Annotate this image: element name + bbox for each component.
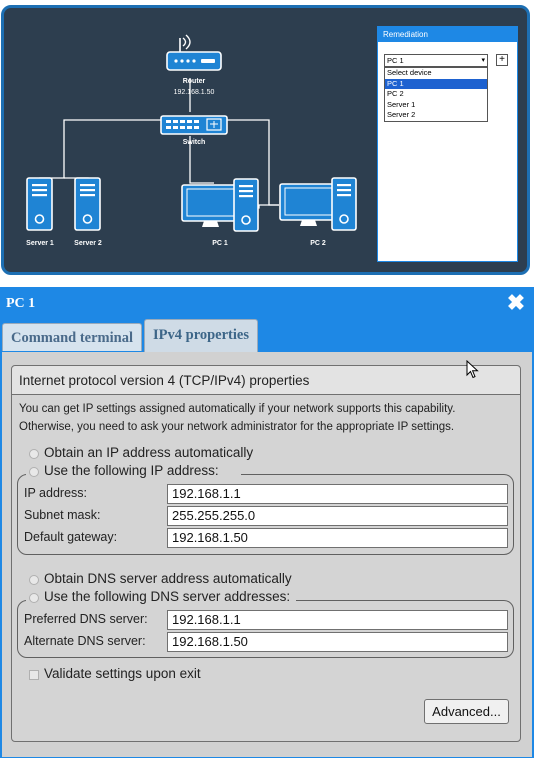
wire-switch-server1 bbox=[39, 119, 161, 188]
validate-label: Validate settings upon exit bbox=[44, 666, 201, 681]
pc1-icon[interactable] bbox=[181, 178, 259, 232]
ip-manual-radio[interactable] bbox=[29, 467, 39, 477]
ipv4-properties-box: Internet protocol version 4 (TCP/IPv4) p… bbox=[11, 365, 521, 742]
switch-icon[interactable] bbox=[160, 115, 228, 135]
dns-auto-label: Obtain DNS server address automatically bbox=[44, 571, 292, 586]
device-select-value: PC 1 bbox=[387, 56, 404, 65]
add-remediation-button[interactable]: + bbox=[496, 54, 508, 66]
wire-switch-pc1 bbox=[189, 136, 214, 184]
device-option-pc2[interactable]: PC 2 bbox=[387, 89, 404, 98]
section-title: Internet protocol version 4 (TCP/IPv4) p… bbox=[12, 366, 520, 395]
close-icon[interactable]: ✖ bbox=[506, 290, 526, 315]
router-icon[interactable] bbox=[166, 34, 222, 71]
device-option-server1[interactable]: Server 1 bbox=[387, 99, 416, 109]
description-line-1: You can get IP settings assigned automat… bbox=[19, 403, 456, 415]
remediation-panel: Remediation PC 1 ▾ + Select device PC 1 … bbox=[377, 26, 518, 262]
pc2-label: PC 2 bbox=[310, 240, 326, 247]
dns-auto-radio[interactable] bbox=[29, 575, 39, 585]
ip-auto-label: Obtain an IP address automatically bbox=[44, 445, 254, 460]
pc1-label: PC 1 bbox=[212, 240, 228, 247]
advanced-button[interactable]: Advanced... bbox=[424, 699, 509, 724]
switch-label: Switch bbox=[183, 139, 206, 146]
network-diagram: Router 192.168.1.50 Switch Ser bbox=[26, 34, 357, 247]
subnet-mask-label: Subnet mask: bbox=[24, 508, 101, 522]
dialog-title: PC 1 bbox=[6, 296, 36, 311]
pc-properties-dialog: PC 1 ✖ Command terminal IPv4 properties … bbox=[0, 287, 534, 758]
ip-manual-label: Use the following IP address: bbox=[44, 463, 219, 478]
server1-label: Server 1 bbox=[26, 240, 54, 247]
device-option-select[interactable]: Select device bbox=[387, 68, 432, 77]
default-gateway-input[interactable]: 192.168.1.50 bbox=[167, 528, 508, 548]
router-ip-label: 192.168.1.50 bbox=[174, 89, 215, 96]
validate-checkbox[interactable] bbox=[29, 670, 39, 680]
router-label: Router bbox=[183, 78, 206, 85]
dns-manual-label: Use the following DNS server addresses: bbox=[44, 589, 291, 604]
ip-address-input[interactable]: 192.168.1.1 bbox=[167, 484, 508, 504]
alternate-dns-label: Alternate DNS server: bbox=[24, 634, 146, 648]
ip-address-group bbox=[17, 474, 514, 555]
network-diagram-panel: Router 192.168.1.50 Switch Ser bbox=[1, 5, 530, 275]
tab-command-terminal[interactable]: Command terminal bbox=[2, 323, 142, 351]
device-dropdown-list: Select device PC 1 PC 2 Server 1 Server … bbox=[384, 67, 488, 122]
device-option-pc1[interactable]: PC 1 bbox=[385, 78, 487, 89]
chevron-down-icon: ▾ bbox=[481, 57, 485, 64]
server2-icon[interactable] bbox=[74, 177, 101, 231]
server1-icon[interactable] bbox=[26, 177, 53, 231]
ip-auto-radio[interactable] bbox=[29, 449, 39, 459]
preferred-dns-input[interactable]: 192.168.1.1 bbox=[167, 610, 508, 630]
dialog-body: Internet protocol version 4 (TCP/IPv4) p… bbox=[2, 352, 532, 757]
preferred-dns-label: Preferred DNS server: bbox=[24, 612, 148, 626]
server2-label: Server 2 bbox=[74, 240, 102, 247]
device-select[interactable]: PC 1 ▾ bbox=[384, 54, 488, 67]
pc2-icon[interactable] bbox=[279, 177, 357, 231]
default-gateway-label: Default gateway: bbox=[24, 530, 118, 544]
remediation-title: Remediation bbox=[378, 27, 517, 42]
tab-ipv4-properties[interactable]: IPv4 properties bbox=[144, 319, 258, 353]
subnet-mask-input[interactable]: 255.255.255.0 bbox=[167, 506, 508, 526]
dns-manual-radio[interactable] bbox=[29, 593, 39, 603]
ip-address-label: IP address: bbox=[24, 486, 88, 500]
description-line-2: Otherwise, you need to ask your network … bbox=[19, 421, 455, 433]
alternate-dns-input[interactable]: 192.168.1.50 bbox=[167, 632, 508, 652]
mouse-cursor-icon bbox=[466, 360, 479, 379]
device-option-server2[interactable]: Server 2 bbox=[387, 110, 416, 119]
